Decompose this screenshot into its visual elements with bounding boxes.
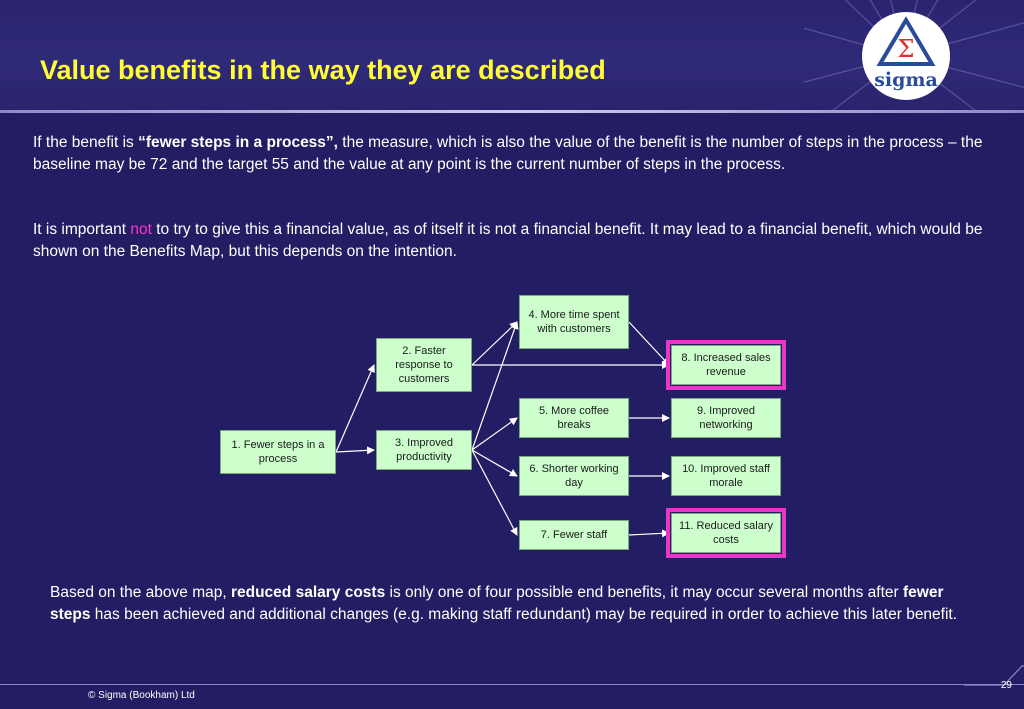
map-node-1: 1. Fewer steps in a process [220,430,336,474]
map-node-10: 10. Improved staff morale [671,456,781,496]
svg-text:Σ: Σ [898,35,915,63]
map-arrow-3-7 [471,449,518,536]
map-arrow-7-11 [628,529,670,538]
map-node-6: 6. Shorter working day [519,456,629,496]
svg-text:sigma: sigma [874,69,938,91]
sigma-logo-icon: Σ sigma [874,16,938,91]
map-node-7: 7. Fewer staff [519,520,629,550]
map-node-5: 5. More coffee breaks [519,398,629,438]
conclusion-paragraph: Based on the above map, reduced salary c… [50,584,958,623]
map-node-9: 9. Improved networking [671,398,781,438]
sigma-logo: Σ sigma [862,12,950,100]
intro-paragraph-1: If the benefit is “fewer steps in a proc… [33,134,983,173]
intro-paragraph-2: It is important not to try to give this … [33,221,983,260]
map-node-3: 3. Improved productivity [376,430,472,470]
footer-swoosh [964,665,1024,686]
map-node-2: 2. Faster response to customers [376,338,472,392]
header-band [0,0,1024,112]
copyright: © Sigma (Bookham) Ltd [88,690,195,701]
map-arrow-3-5 [471,417,518,451]
page-title: Value benefits in the way they are descr… [40,55,606,85]
header-divider [0,110,1024,113]
map-arrow-2-4 [471,321,518,366]
page-number: 29 [1000,680,1012,691]
footer-divider [0,684,1024,685]
map-arrow-4-8 [628,321,670,366]
map-node-4: 4. More time spent with customers [519,295,629,349]
map-node-11: 11. Reduced salary costs [666,508,786,558]
map-arrow-1-3 [335,446,375,455]
map-arrow-3-4 [471,321,519,451]
map-arrow-1-2 [335,364,375,453]
map-arrow-3-6 [471,449,518,477]
map-node-8: 8. Increased sales revenue [666,340,786,390]
